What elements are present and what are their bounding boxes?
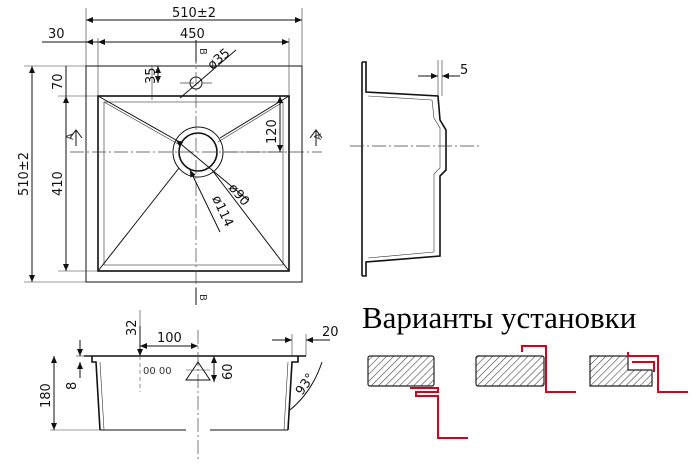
section-profile [84, 355, 306, 431]
dim-hole-diameter: ø35 [205, 46, 233, 73]
install-variant-2 [475, 345, 576, 393]
side-view: 5 [350, 60, 480, 277]
section-mark-b-bottom: B [197, 294, 208, 301]
dim-overall-height: 510±2 [17, 152, 32, 196]
sink-outer-outline [85, 65, 303, 283]
dim-drain-outer-diameter: ø114 [208, 193, 235, 229]
sink-bowl-diagonals [97, 95, 290, 272]
dim-inner-height: 410 [51, 171, 66, 196]
top-view: A A B B 510±2 450 30 510±2 410 70 [17, 6, 324, 305]
dim-overall-width: 510±2 [172, 6, 216, 21]
dim-inner-width: 450 [180, 27, 205, 42]
dim-section-drain: 60 [221, 363, 236, 380]
dim-section-angle: 93° [293, 371, 319, 398]
sink-inner-outline-2 [103, 101, 284, 266]
dim-drain-offset: 120 [265, 119, 280, 144]
overflow-slot: 00 00 [143, 366, 172, 377]
dim-flange: 5 [460, 63, 468, 78]
install-variant-3 [589, 352, 688, 393]
dim-section-spacing: 100 [157, 331, 182, 346]
dim-top-offset: 70 [51, 73, 66, 90]
section-mark-b-top: B [197, 48, 208, 55]
dim-drain-diameter: ø90 [225, 181, 252, 209]
section-view: 00 00 180 8 32 100 20 60 93° [39, 310, 339, 460]
drain-symbol [185, 361, 211, 381]
dim-section-depth: 180 [39, 383, 54, 408]
dim-left-offset: 30 [48, 27, 65, 42]
install-variants-title: Варианты установки [362, 300, 636, 335]
dim-section-rim: 20 [322, 325, 339, 340]
dim-section-rim-height: 8 [65, 382, 80, 390]
sink-inner-outline [97, 95, 290, 272]
section-mark-a-left: A [65, 133, 76, 140]
drain-inner-circle [178, 132, 218, 172]
install-variant-1 [367, 355, 468, 439]
dim-section-top: 32 [125, 319, 140, 336]
side-profile [361, 61, 447, 277]
section-mark-a-right: A [313, 133, 324, 140]
dim-hole-offset: 35 [144, 67, 159, 84]
